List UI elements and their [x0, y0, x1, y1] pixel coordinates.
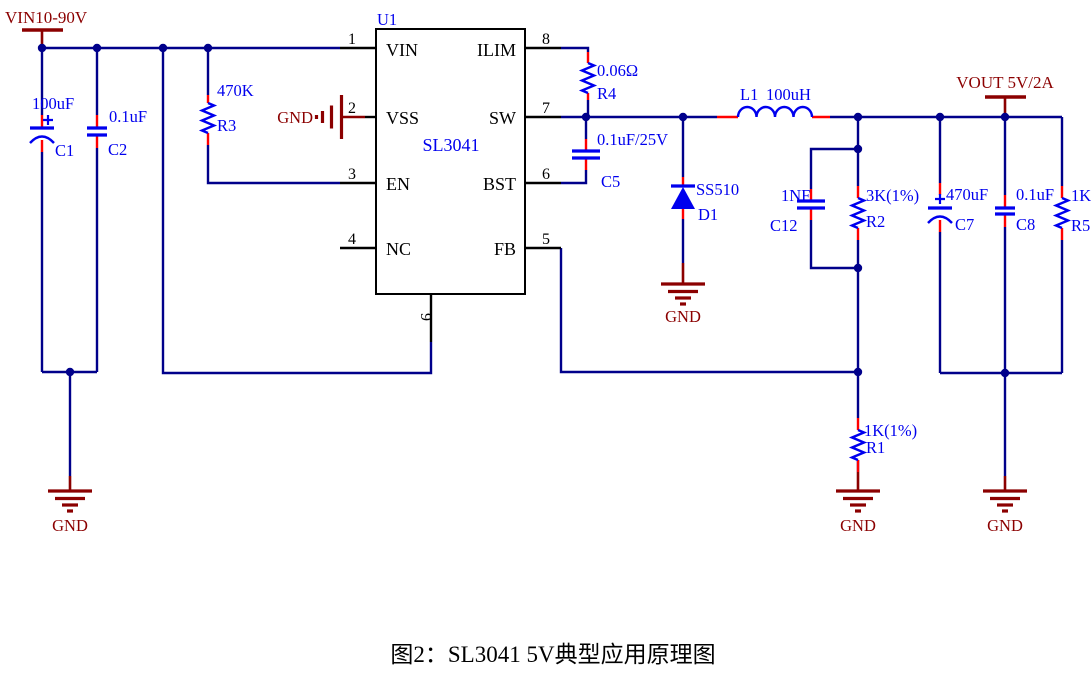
junction-dots — [37, 43, 1010, 378]
c5-ref-label: C5 — [601, 172, 620, 191]
resistor-R2 — [848, 196, 868, 230]
inductor-L1 — [736, 105, 814, 118]
pin-sw-label: SW — [489, 108, 516, 128]
c2-ref-label: C2 — [108, 140, 127, 159]
gnd-label-output: GND — [987, 516, 1023, 535]
pin-fb-label: FB — [494, 239, 516, 259]
pin-1-number: 1 — [348, 31, 356, 48]
pin-en-label: EN — [386, 174, 410, 194]
vout-net-label: VOUT 5V/2A — [956, 73, 1054, 92]
r3-ref-label: R3 — [217, 116, 236, 135]
pin-nc-label: NC — [386, 239, 411, 259]
capacitor-C5 — [572, 149, 600, 160]
pin-ilim-label: ILIM — [477, 40, 516, 60]
pin-8-number: 8 — [542, 31, 550, 48]
pin-6-number: 6 — [542, 166, 550, 183]
u1-ref-label: U1 — [377, 10, 397, 29]
c12-value-label: 1NF — [781, 186, 810, 205]
r5-ref-label: R5 — [1071, 216, 1090, 235]
gnd-symbol-vss — [314, 95, 365, 139]
wires — [40, 46, 1064, 476]
diode-D1 — [671, 184, 695, 209]
r1-ref-label: R1 — [866, 438, 885, 457]
ic-body — [375, 28, 526, 295]
c1-value-label: 100uF — [32, 94, 74, 113]
c7-value-label: 470uF — [946, 185, 988, 204]
r4-ref-label: R4 — [597, 84, 616, 103]
capacitor-C2 — [87, 126, 107, 137]
l1-value-label: 100uH — [766, 85, 811, 104]
d1-value-label: SS510 — [696, 180, 739, 199]
c8-ref-label: C8 — [1016, 215, 1035, 234]
c1-ref-label: C1 — [55, 141, 74, 160]
gnd-label-r1: GND — [840, 516, 876, 535]
capacitor-C1 — [29, 115, 55, 144]
gnd-symbol-r1 — [836, 472, 880, 513]
pin-7-number: 7 — [542, 100, 550, 117]
gnd-label-vss: GND — [277, 108, 313, 127]
polarity-plus-icon — [935, 194, 945, 204]
pin-vss-label: VSS — [386, 108, 419, 128]
gnd-label-d1: GND — [665, 307, 701, 326]
pin-2-number: 2 — [348, 100, 356, 117]
r5-value-label: 1K — [1071, 186, 1091, 205]
r1-value-label: 1K(1%) — [864, 421, 917, 440]
resistor-R1 — [848, 428, 868, 462]
gnd-symbol-output — [983, 476, 1027, 513]
capacitor-C8 — [995, 206, 1015, 216]
c12-ref-label: C12 — [770, 216, 798, 235]
l1-ref-label: L1 — [740, 85, 758, 104]
c7-ref-label: C7 — [955, 215, 974, 234]
vin-net-label: VIN10-90V — [5, 8, 88, 27]
ic-U1 — [340, 28, 561, 342]
d1-ref-label: D1 — [698, 205, 718, 224]
c2-value-label: 0.1uF — [109, 107, 147, 126]
pin-9-number: 9 — [417, 313, 434, 321]
r2-value-label: 3K(1%) — [866, 186, 919, 205]
resistor-R3 — [198, 101, 218, 135]
u1-part-label: SL3041 — [422, 135, 479, 155]
pin-5-number: 5 — [542, 231, 550, 248]
pin-3-number: 3 — [348, 166, 356, 183]
c5-value-label: 0.1uF/25V — [597, 130, 668, 149]
gnd-symbol-input — [48, 476, 92, 513]
pin-bst-label: BST — [483, 174, 516, 194]
resistor-R5 — [1052, 196, 1072, 230]
pin-vin-label: VIN — [386, 40, 418, 60]
resistor-R4 — [578, 61, 598, 95]
gnd-symbol-d1 — [661, 263, 705, 306]
component-pin-stubs — [40, 52, 1064, 472]
figure-caption: 图2：SL3041 5V典型应用原理图 — [390, 642, 715, 667]
r4-value-label: 0.06Ω — [597, 61, 638, 80]
polarity-plus-icon — [43, 115, 53, 125]
r2-ref-label: R2 — [866, 212, 885, 231]
c8-value-label: 0.1uF — [1016, 185, 1054, 204]
pin-4-number: 4 — [348, 231, 356, 248]
r3-value-label: 470K — [217, 81, 254, 100]
capacitor-C12 — [797, 199, 825, 210]
gnd-label-input: GND — [52, 516, 88, 535]
capacitor-C7 — [927, 194, 953, 224]
